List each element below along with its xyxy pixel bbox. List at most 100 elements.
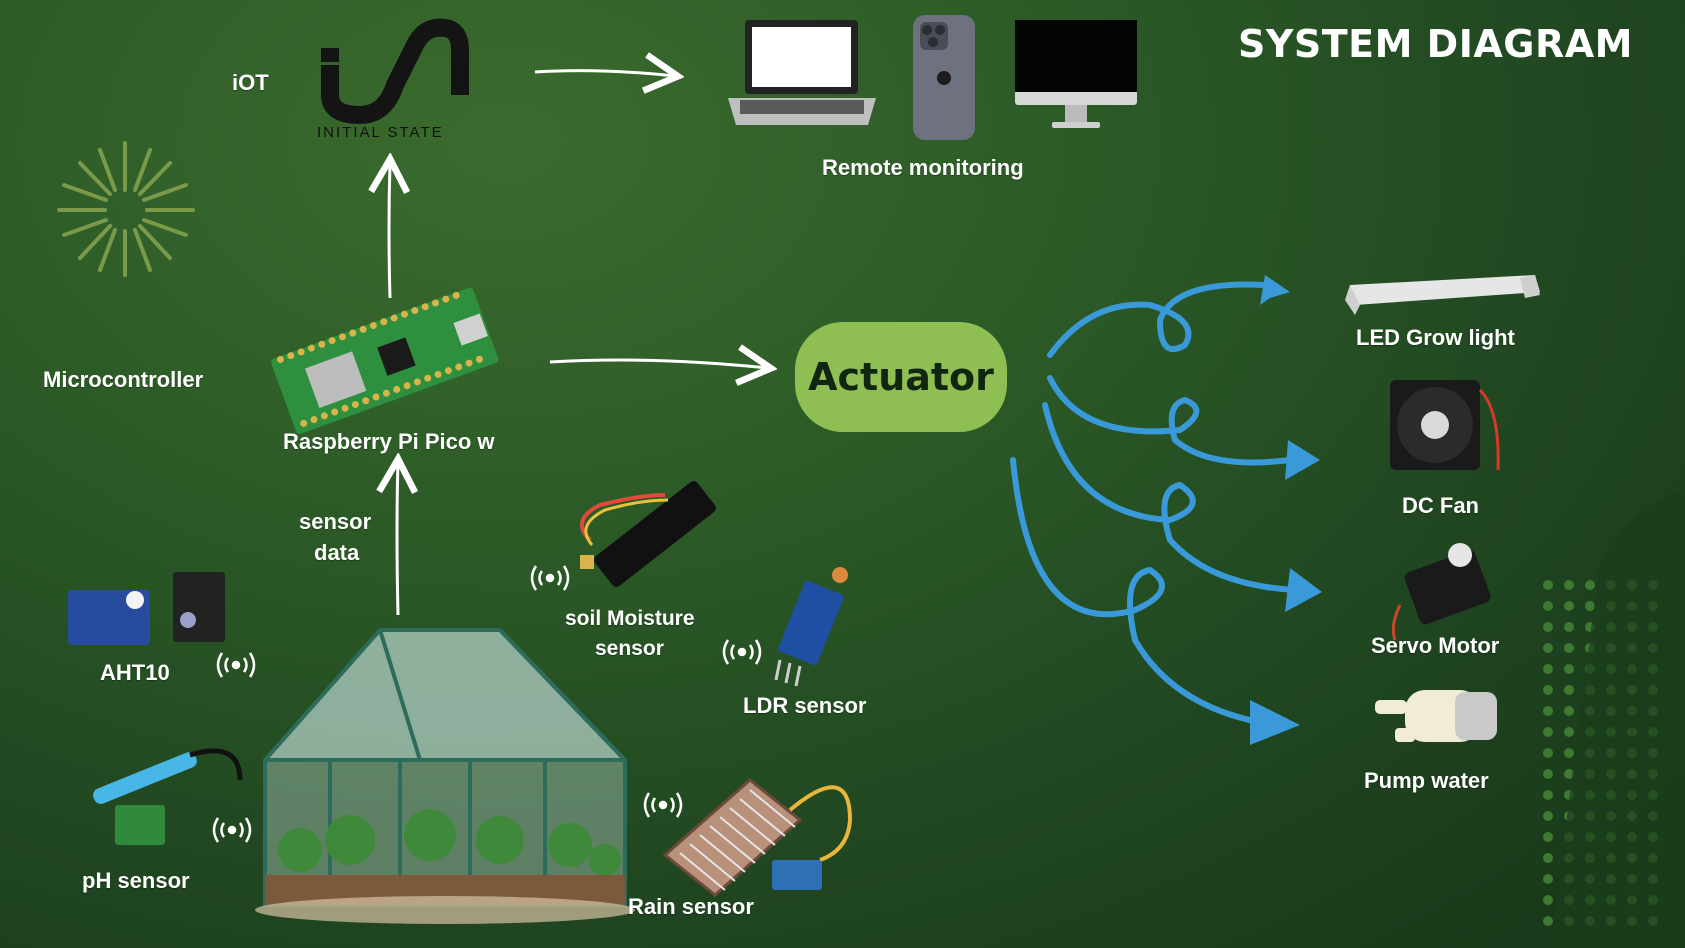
board-pin (287, 352, 295, 360)
rain-trace (739, 798, 786, 837)
arrowhead-led (1260, 275, 1290, 305)
laptop-icon (728, 20, 876, 125)
wireless-icon (643, 792, 683, 818)
pattern-dot (1543, 685, 1553, 695)
board-pin (318, 340, 326, 348)
board-pin (400, 310, 408, 318)
pattern-dot (1543, 811, 1553, 821)
board-pin (372, 393, 380, 401)
rain-trace (749, 789, 796, 828)
pattern-dot (1543, 853, 1553, 863)
board-pin (351, 400, 359, 408)
sensor-data-line1: sensor (299, 509, 372, 534)
rain-trace (689, 843, 736, 882)
burst-decoration (57, 141, 195, 277)
wireless-icons (212, 565, 762, 843)
ph-sensor-label: pH sensor (82, 868, 190, 893)
board-pin (276, 355, 284, 363)
rain-trace (729, 807, 776, 846)
pattern-dot (1543, 916, 1553, 926)
board-pin (444, 367, 452, 375)
rain-trace (719, 816, 766, 855)
pattern-dot (1564, 727, 1574, 737)
rain-sensor-label: Rain sensor (628, 894, 754, 919)
pattern-dot (1543, 832, 1553, 842)
servo-motor-image (1391, 543, 1491, 641)
pattern-dot (1564, 706, 1574, 716)
rain-sensor-image (662, 778, 853, 897)
board-pin (421, 303, 429, 311)
curve-to-pump (1010, 457, 1278, 728)
pattern-dot (1543, 664, 1553, 674)
board-pin (393, 385, 401, 393)
actuator-node: Actuator (795, 322, 1007, 432)
soil-moisture-label-line2: sensor (595, 637, 664, 660)
board-pin (455, 363, 463, 371)
rain-trace (699, 834, 746, 873)
board-pin (369, 322, 377, 330)
led-grow-light-image (1345, 275, 1540, 315)
pattern-dot (1564, 685, 1574, 695)
corner-shape (1550, 490, 1685, 948)
board-pin (424, 374, 432, 382)
board-pin (390, 314, 398, 322)
board-pin (300, 419, 308, 427)
board-pin (341, 404, 349, 412)
arrowhead-fan (1285, 440, 1320, 480)
rain-trace (679, 852, 726, 891)
board-pin (431, 299, 439, 307)
servo-motor-label: Servo Motor (1371, 633, 1500, 658)
board-pin (442, 295, 450, 303)
pattern-dot (1585, 580, 1595, 590)
pattern-dot (1543, 895, 1553, 905)
ldr-sensor-image (774, 567, 848, 687)
phone-icon (913, 15, 975, 140)
pattern-dot (1564, 664, 1574, 674)
pump-water-image (1375, 690, 1497, 742)
board-pin (382, 389, 390, 397)
board-pin (411, 306, 419, 314)
board-pin (362, 397, 370, 405)
rain-trace (709, 825, 756, 864)
arrowhead-servo (1285, 568, 1322, 612)
monitor-icon (1015, 20, 1137, 128)
wireless-icon (212, 817, 252, 843)
pattern-dot (1543, 727, 1553, 737)
board-pin (349, 329, 357, 337)
arrow-pico-to-actuator (549, 360, 768, 368)
pattern-dot (1543, 748, 1553, 758)
curve-to-servo (1042, 402, 1298, 593)
wireless-icon (530, 565, 570, 591)
ldr-sensor-label: LDR sensor (743, 693, 867, 718)
greenhouse-image (255, 628, 635, 924)
ph-sensor-image (93, 748, 243, 845)
wireless-icon (722, 639, 762, 665)
arrow-iot-to-remote (534, 71, 675, 76)
pattern-dot (1564, 601, 1574, 611)
diagram-title: SYSTEM DIAGRAM (1238, 22, 1633, 66)
board-pin (359, 325, 367, 333)
curve-to-fan (1047, 375, 1293, 466)
board-pin (328, 337, 336, 345)
pattern-dot (1543, 622, 1553, 632)
dc-fan-label: DC Fan (1402, 493, 1479, 518)
actuator-label: Actuator (808, 355, 994, 399)
pico-board-image (271, 287, 499, 435)
led-grow-light-label: LED Grow light (1356, 325, 1515, 350)
pico-board-label: Raspberry Pi Pico w (283, 429, 495, 454)
soil-moisture-label-line1: soil Moisture (565, 607, 695, 630)
arrow-greenhouse-to-pico (397, 462, 398, 616)
board-pin (297, 348, 305, 356)
pattern-dot (1564, 769, 1574, 779)
board-pin (452, 291, 460, 299)
pattern-dot (1564, 748, 1574, 758)
pattern-dot (1543, 874, 1553, 884)
arrow-pico-to-iot (389, 162, 390, 299)
pattern-dot (1543, 706, 1553, 716)
pattern-dot (1564, 643, 1574, 653)
microcontroller-label: Microcontroller (43, 367, 204, 392)
pattern-dot (1564, 622, 1574, 632)
board-pin (403, 382, 411, 390)
soil-moisture-image (580, 481, 716, 587)
